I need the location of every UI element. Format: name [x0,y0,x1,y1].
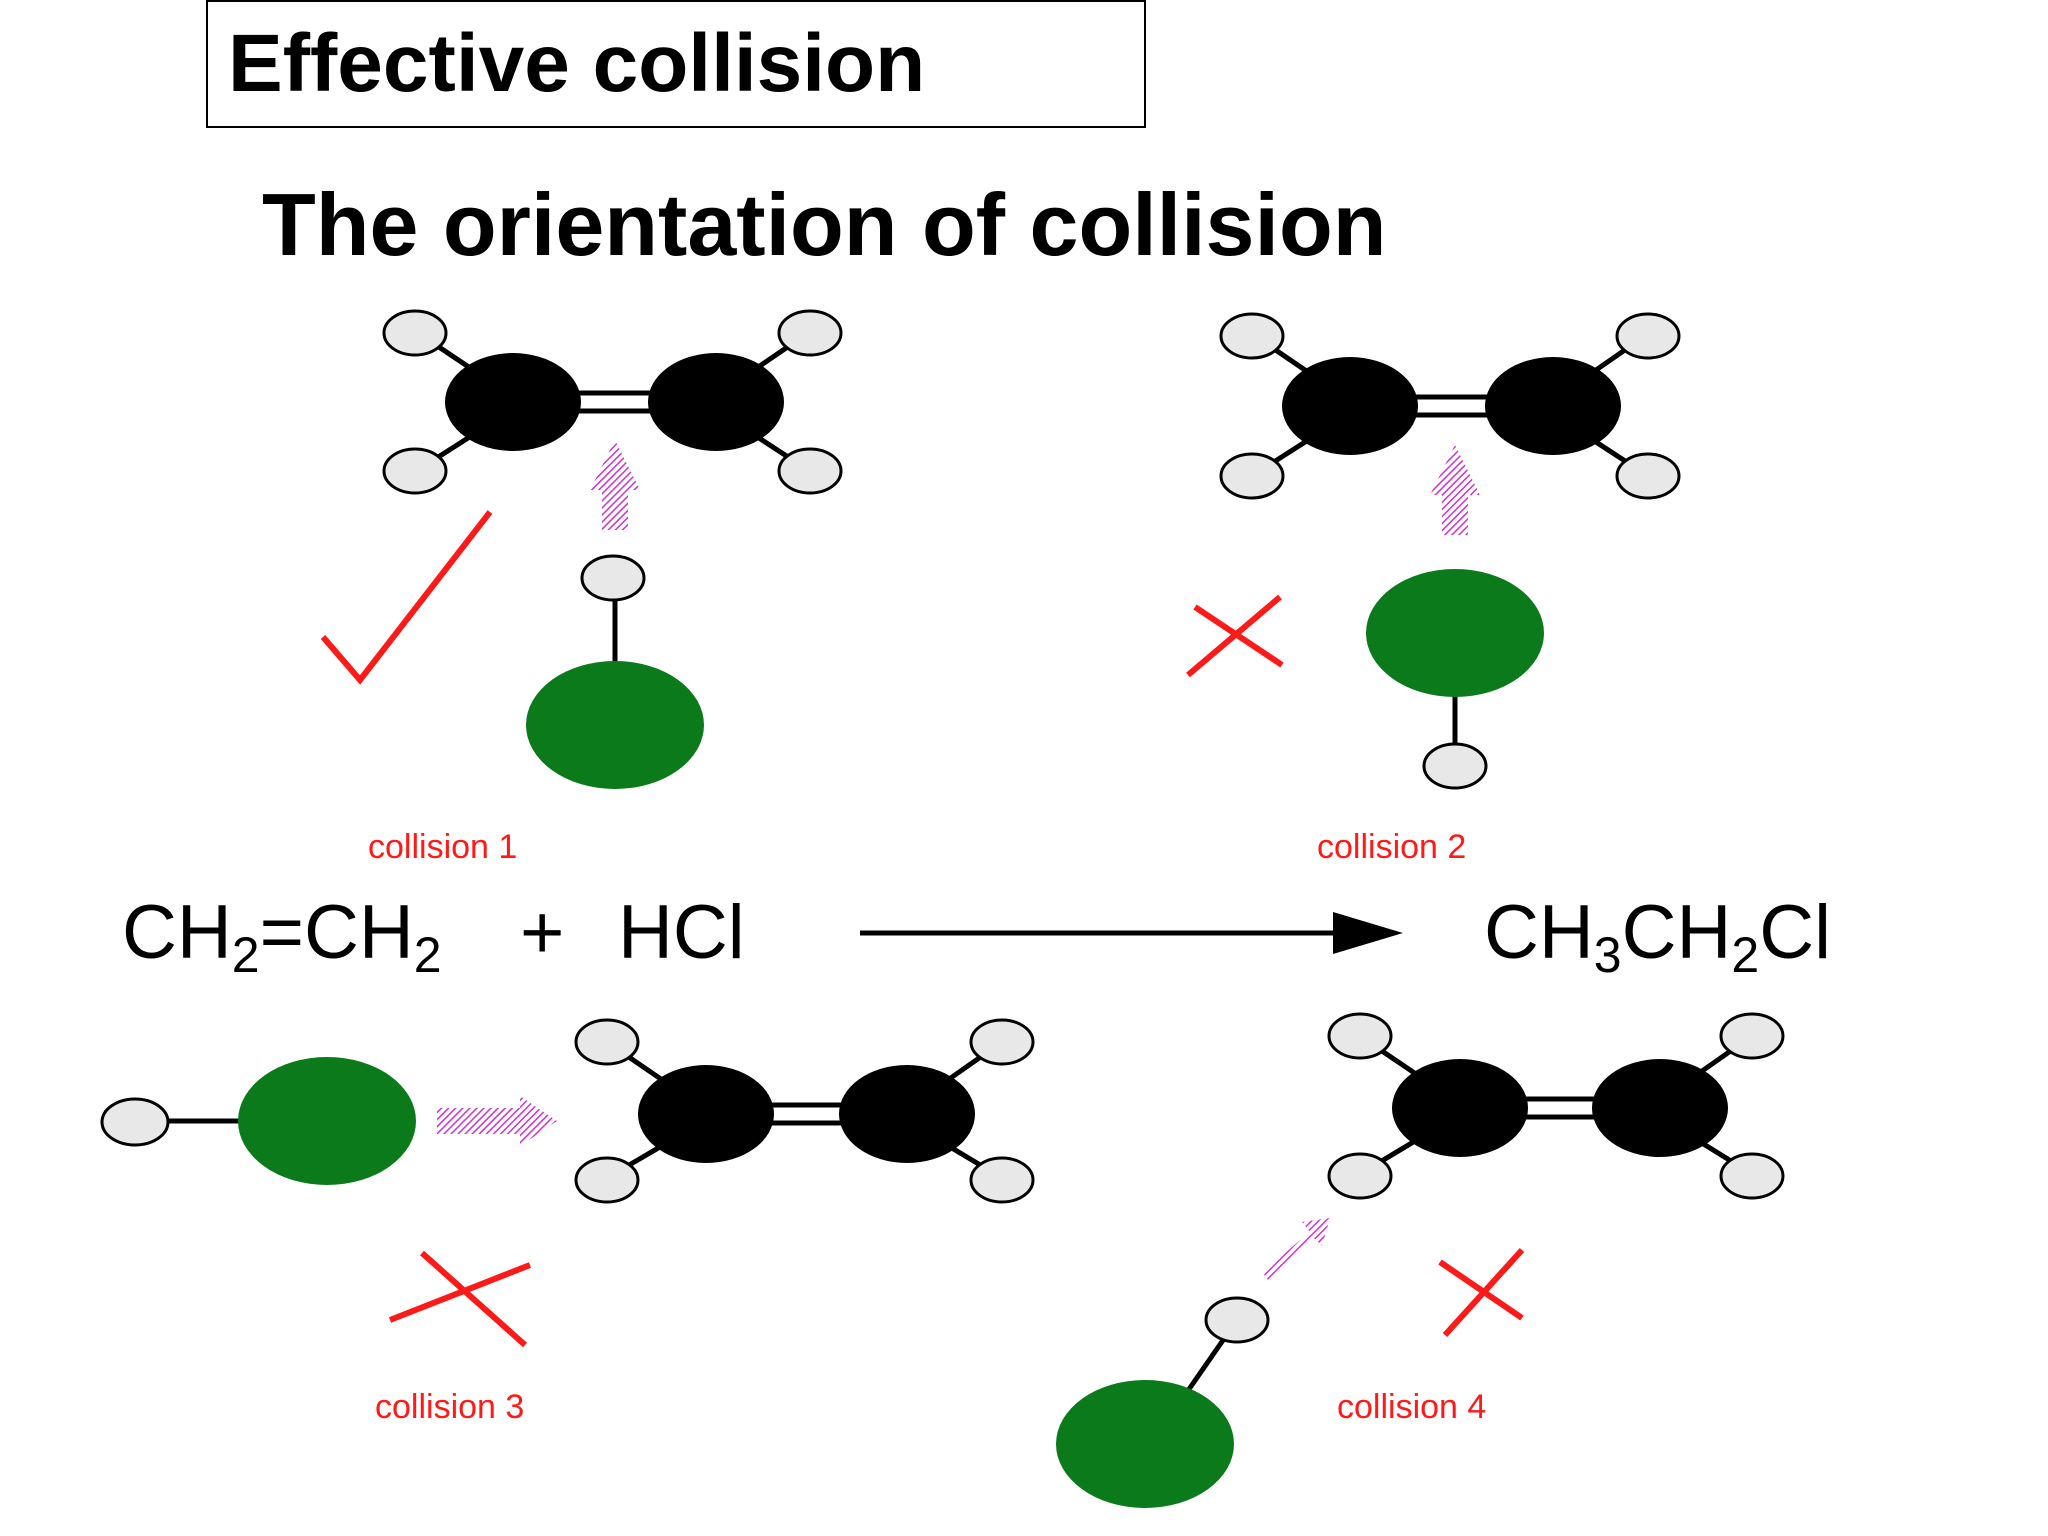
hcl-molecule-1 [526,554,704,789]
carbon-atom [1282,357,1418,455]
hcl-molecule-3 [100,1057,416,1185]
approach-arrow-icon [590,440,640,530]
carbon-atom [1485,357,1621,455]
hydrogen-atom [1219,452,1285,500]
hydrogen-atom [777,447,843,495]
hydrogen-atom [1719,1012,1785,1060]
hydrogen-atom [969,1018,1035,1066]
title-box [206,0,1146,128]
hcl-molecule-4 [1056,1296,1270,1508]
chlorine-atom [1366,569,1544,697]
hydrogen-atom [574,1156,640,1204]
carbon-atom [1392,1059,1528,1157]
cross-mark-icon [1438,1247,1525,1338]
hydrogen-atom [1615,312,1681,360]
hydrogen-atom [1219,312,1285,360]
collision-1-label: collision 1 [368,828,517,866]
hydrogen-atom [1204,1296,1270,1344]
check-mark-icon [320,510,493,685]
approach-arrow-icon [1262,1218,1330,1280]
hydrogen-atom [1327,1012,1393,1060]
carbon-atom [445,353,581,451]
hydrogen-atom [382,309,448,357]
cross-mark-icon [388,1250,532,1348]
carbon-atom [648,353,784,451]
hydrogen-atom [382,447,448,495]
page-subtitle: The orientation of collision [262,175,1387,274]
plus-sign: + [520,890,564,975]
hydrogen-atom [574,1018,640,1066]
reaction-arrow-icon [860,912,1403,954]
ethene-molecule-2 [1219,312,1681,500]
carbon-atom [638,1065,774,1163]
collision-2-label: collision 2 [1317,828,1466,866]
hydrogen-atom [1719,1152,1785,1200]
hydrogen-atom [777,309,843,357]
ethene-molecule-3 [574,1018,1035,1204]
carbon-atom [1592,1059,1728,1157]
page-title: Effective collision [228,18,926,109]
hydrogen-atom [1422,742,1488,790]
carbon-atom [839,1065,975,1163]
product-chloroethane: CH3CH2Cl [1484,890,1831,983]
collision-4-label: collision 4 [1337,1388,1486,1426]
hydrogen-atom [1327,1152,1393,1200]
hydrogen-atom [969,1156,1035,1204]
chlorine-atom [526,661,704,789]
approach-arrow-icon [1430,445,1480,535]
hydrogen-atom [1615,452,1681,500]
hydrogen-atom [100,1097,170,1147]
hcl-molecule-2 [1366,569,1544,790]
collision-3-label: collision 3 [375,1388,524,1426]
approach-arrow-icon [437,1096,557,1146]
chlorine-atom [238,1057,416,1185]
ethene-molecule-1 [382,309,843,495]
chlorine-atom [1056,1380,1234,1508]
hydrogen-atom [580,554,646,602]
reactant-hcl: HCl [618,890,745,975]
ethene-molecule-4 [1327,1012,1785,1200]
reactant-ethene: CH2=CH2 [122,890,442,983]
cross-mark-icon [1186,594,1284,678]
